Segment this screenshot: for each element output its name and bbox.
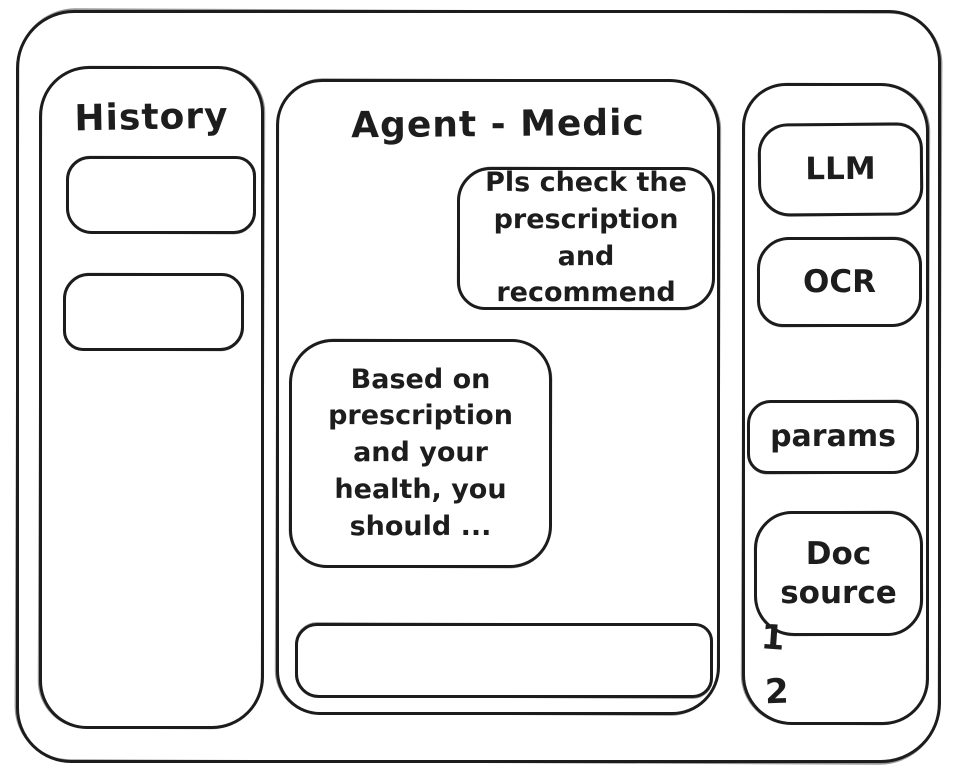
doc-source-button[interactable]: Doc source (754, 511, 923, 636)
assistant-message-bubble: Based on prescription and your health, y… (289, 339, 552, 568)
tools-panel: LLM OCR params Doc source 1 2 (742, 83, 929, 725)
history-item[interactable] (63, 273, 244, 351)
llm-button[interactable]: LLM (757, 122, 924, 217)
chat-input-box (295, 623, 713, 698)
history-panel-title: History (74, 95, 229, 140)
params-button[interactable]: params (747, 400, 919, 474)
chat-input[interactable] (298, 626, 710, 695)
history-item[interactable] (66, 156, 256, 234)
history-panel: History (39, 66, 264, 729)
user-message-bubble: Pls check the prescription and recommend (457, 167, 715, 310)
app-frame: History Agent - Medic Pls check the pres… (16, 10, 941, 763)
doc-source-item-1[interactable]: 1 (759, 617, 787, 659)
user-message-text: Pls check the prescription and recommend (485, 167, 687, 309)
ocr-button[interactable]: OCR (757, 237, 922, 327)
chat-panel: Agent - Medic Pls check the prescription… (276, 79, 720, 715)
chat-panel-title: Agent - Medic (351, 102, 645, 147)
doc-source-item-2[interactable]: 2 (764, 671, 790, 713)
assistant-message-text: Based on prescription and your health, y… (328, 363, 513, 542)
